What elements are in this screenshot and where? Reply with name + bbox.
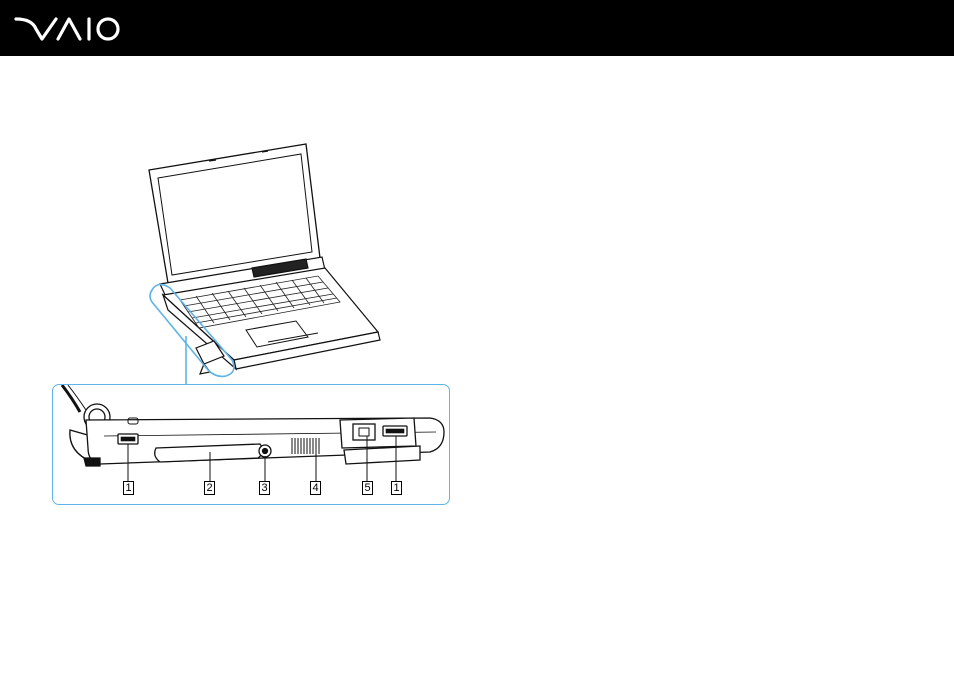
callout-1-usb-right: 1: [391, 481, 402, 495]
callout-4-air-vent: 4: [310, 481, 321, 495]
callout-3-eject-button: 3: [259, 481, 270, 495]
callout-2-card-slot: 2: [204, 481, 215, 495]
callout-1-usb-left: 1: [123, 481, 134, 495]
callout-5-network-port: 5: [362, 481, 373, 495]
